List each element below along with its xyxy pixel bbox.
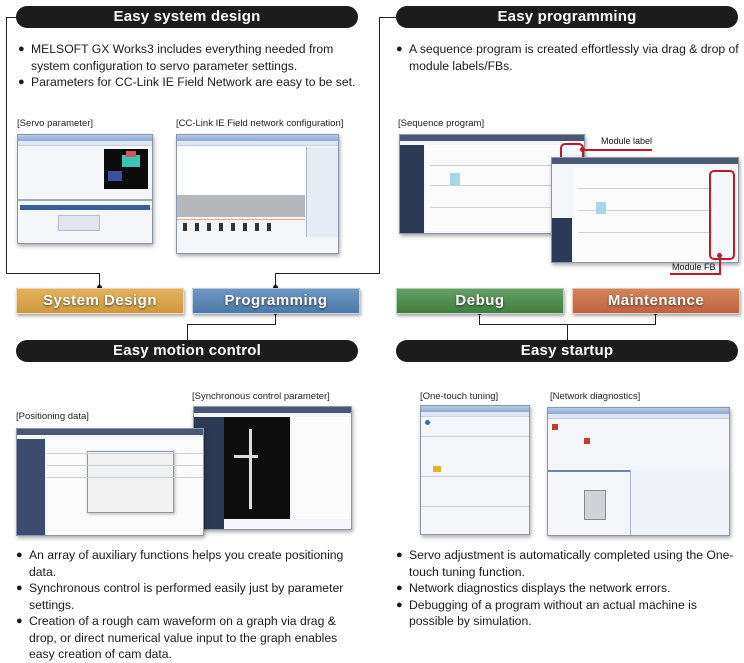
- category-debug[interactable]: Debug: [396, 288, 564, 314]
- connector-dot: [97, 285, 102, 290]
- connector-line: [99, 273, 100, 288]
- annotation-dot: [717, 253, 722, 258]
- bullet-item: Servo adjustment is automatically comple…: [396, 547, 741, 580]
- category-programming[interactable]: Programming: [192, 288, 360, 314]
- screenshot-servo-parameter: [17, 134, 153, 244]
- caption-one-touch-tuning: [One-touch tuning]: [420, 391, 499, 402]
- bullet-item: MELSOFT GX Works3 includes everything ne…: [18, 41, 363, 74]
- connector-line: [655, 313, 656, 325]
- screenshot-positioning-data: [16, 428, 204, 536]
- bullet-item: Debugging of a program without an actual…: [396, 597, 741, 630]
- annotation-line-module-fb-h: [670, 273, 721, 275]
- screenshot-sequence-program-2: [551, 157, 739, 263]
- screenshot-sequence-program-1: [399, 134, 585, 234]
- bullet-item: Parameters for CC-Link IE Field Network …: [18, 74, 363, 91]
- connector-line: [187, 324, 276, 325]
- programming-bullets: A sequence program is created effortless…: [396, 41, 741, 74]
- connector-line: [379, 17, 380, 274]
- caption-synchronous-control: [Synchronous control parameter]: [192, 391, 330, 402]
- connector-line: [187, 324, 188, 341]
- bullet-item: Network diagnostics displays the network…: [396, 580, 741, 597]
- screenshot-network-diagnostics: [547, 407, 730, 536]
- section-title-startup: Easy startup: [396, 340, 738, 362]
- system-design-bullets: MELSOFT GX Works3 includes everything ne…: [18, 41, 363, 91]
- bullet-item: An array of auxiliary functions helps yo…: [16, 547, 361, 580]
- caption-servo-parameter: [Servo parameter]: [17, 118, 94, 129]
- section-title-system-design: Easy system design: [16, 6, 358, 28]
- connector-line: [479, 313, 480, 325]
- connector-line: [275, 313, 276, 325]
- connector-line: [379, 17, 396, 18]
- section-title-motion-control: Easy motion control: [16, 340, 358, 362]
- bullet-item: A sequence program is created effortless…: [396, 41, 741, 74]
- bullet-item: Synchronous control is performed easily …: [16, 580, 361, 613]
- caption-positioning-data: [Positioning data]: [16, 411, 89, 422]
- motion-control-bullets: An array of auxiliary functions helps yo…: [16, 547, 361, 663]
- connector-dot: [273, 285, 278, 290]
- connector-line: [6, 17, 7, 274]
- screenshot-one-touch-tuning: [420, 405, 530, 535]
- connector-line: [567, 324, 568, 341]
- screenshot-cc-link-config: [176, 134, 339, 254]
- connector-line: [6, 17, 20, 18]
- highlight-module-fb: [709, 170, 735, 260]
- section-title-programming: Easy programming: [396, 6, 738, 28]
- annotation-line-module-fb: [719, 255, 721, 275]
- caption-sequence-program: [Sequence program]: [398, 118, 485, 129]
- annotation-line-module-label: [582, 149, 652, 151]
- annotation-module-label: Module label: [601, 136, 653, 146]
- caption-network-diagnostics: [Network diagnostics]: [550, 391, 641, 402]
- connector-line: [6, 273, 99, 274]
- screenshot-synchronous-control: [193, 406, 352, 530]
- startup-bullets: Servo adjustment is automatically comple…: [396, 547, 741, 630]
- connector-line: [275, 273, 380, 274]
- caption-cc-link-config: [CC-Link IE Field network configuration]: [176, 118, 344, 129]
- category-maintenance[interactable]: Maintenance: [572, 288, 740, 314]
- bullet-item: Creation of a rough cam waveform on a gr…: [16, 613, 361, 663]
- connector-line: [275, 273, 276, 288]
- annotation-module-fb: Module FB: [672, 262, 716, 272]
- annotation-dot: [580, 147, 585, 152]
- category-system-design[interactable]: System Design: [16, 288, 184, 314]
